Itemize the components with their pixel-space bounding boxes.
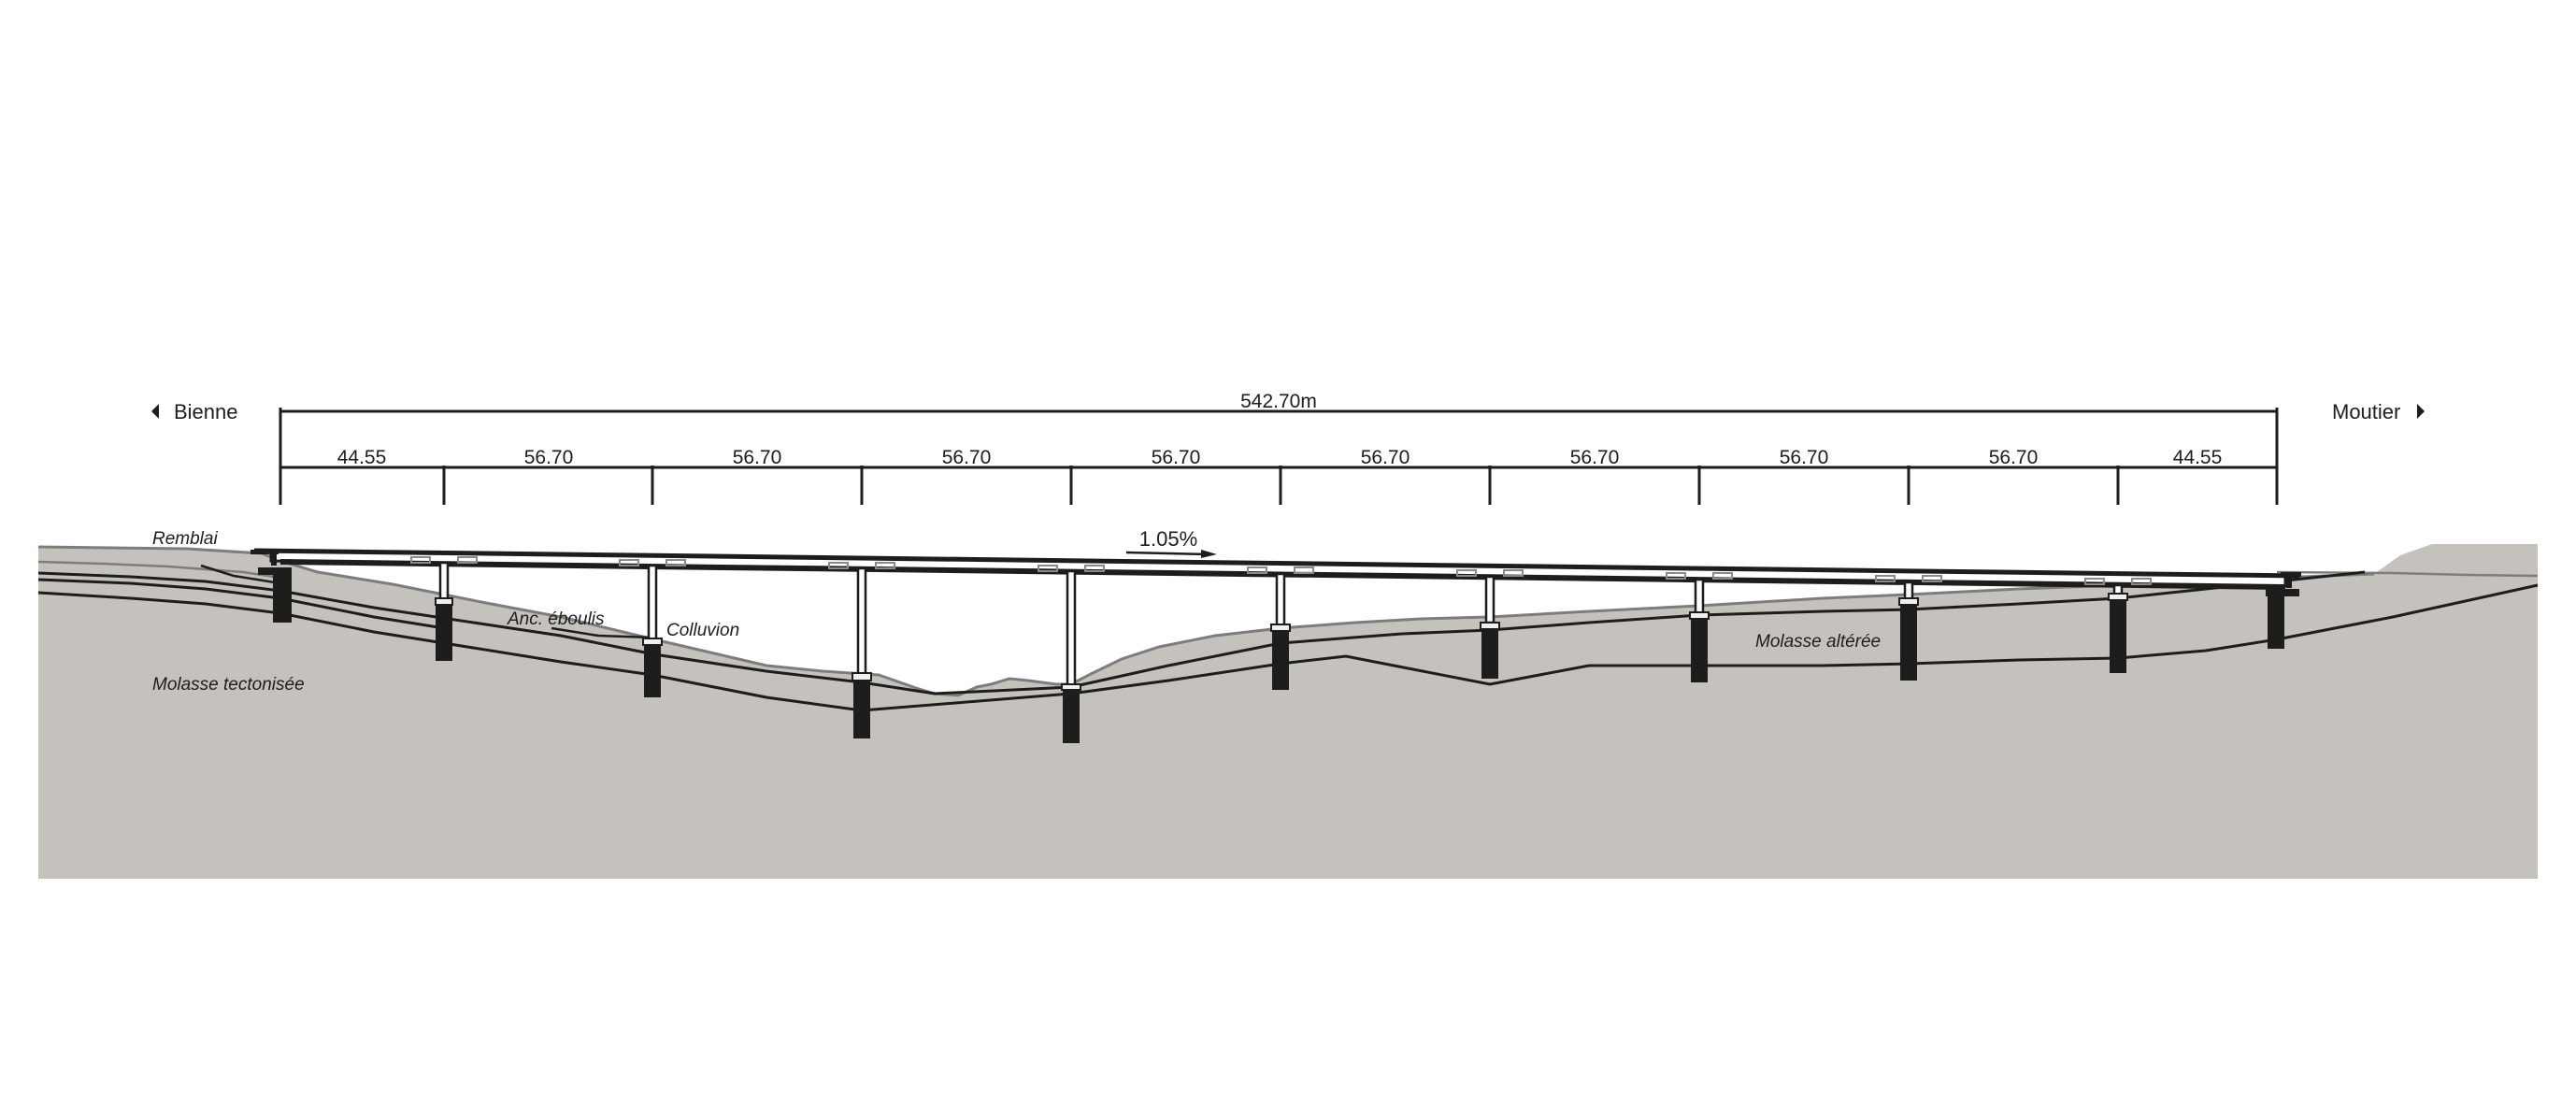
ground-surface-line [37, 545, 2375, 697]
pier [1480, 575, 1500, 679]
span-label: 56.70 [1361, 447, 1410, 468]
direction-left: Bienne [151, 400, 238, 423]
geology-label-colluvion: Colluvion [666, 621, 739, 640]
total-length-label: 542.70m [1240, 391, 1317, 412]
layer-boundary-1 [37, 570, 2366, 695]
span-label: 56.70 [1989, 447, 2039, 468]
span-label: 56.70 [1570, 447, 1620, 468]
pier [1898, 581, 1919, 681]
triangle-left-icon [151, 404, 159, 419]
direction-right: Moutier [2332, 400, 2425, 423]
layer-boundary-4 [200, 564, 281, 585]
geology-label-anc-eboulis: Anc. éboulis [507, 609, 605, 629]
deck-top-line [253, 548, 2300, 579]
span-label: 44.55 [337, 447, 387, 468]
pier [642, 564, 663, 697]
abutment-left [250, 550, 292, 623]
span-label: 44.55 [2173, 447, 2223, 468]
span-label: 56.70 [524, 447, 574, 468]
pier [1061, 569, 1081, 743]
direction-right-label: Moutier [2332, 400, 2400, 423]
layer-boundary-5 [551, 626, 653, 639]
span-labels: 44.55 56.70 56.70 56.70 56.70 56.70 56.7… [337, 447, 2223, 468]
gradient-indicator: 1.05% [1125, 527, 1217, 558]
pier [1270, 572, 1291, 690]
pier [435, 561, 453, 661]
arrow-right-icon [1201, 550, 1217, 558]
triangle-right-icon [2417, 404, 2425, 419]
pier [1689, 578, 1710, 682]
piers [435, 561, 2128, 743]
gradient-arrow-line [1125, 551, 1211, 556]
span-label: 56.70 [1152, 447, 1201, 468]
geology-label-remblai: Remblai [152, 529, 218, 549]
span-label: 56.70 [733, 447, 782, 468]
abutment-right [2266, 572, 2301, 649]
direction-left-label: Bienne [174, 400, 238, 423]
embankment-line [37, 560, 281, 580]
pier [852, 566, 872, 738]
geology-label-molasse-tectonisee: Molasse tectonisée [152, 675, 305, 695]
layer-boundary-2 [37, 578, 445, 630]
span-label: 56.70 [942, 447, 992, 468]
gradient-label: 1.05% [1139, 527, 1197, 551]
right-embankment-line [2276, 570, 2539, 578]
span-label: 56.70 [1780, 447, 1829, 468]
ground [37, 544, 2539, 879]
geology-labels: Remblai Anc. éboulis Colluvion Molasse t… [152, 529, 1881, 695]
bearings [410, 556, 2152, 585]
dimensions [279, 408, 2279, 505]
geology-label-molasse-alteree: Molasse altérée [1755, 632, 1881, 652]
pier [2108, 583, 2128, 673]
